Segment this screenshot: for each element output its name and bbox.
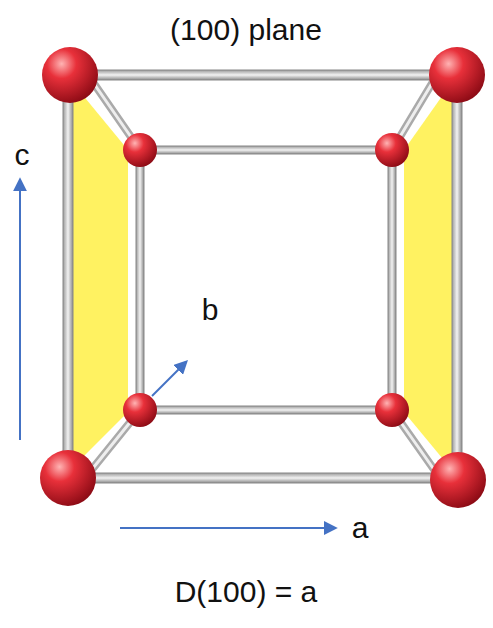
axis-label: c bbox=[15, 140, 30, 170]
front-atoms bbox=[40, 47, 486, 508]
depth-rods bbox=[85, 75, 440, 478]
axis-arrow-c bbox=[19, 180, 21, 440]
back-rods bbox=[136, 146, 396, 414]
title: (100) plane bbox=[170, 15, 322, 45]
depth-rod-highlight bbox=[85, 75, 440, 478]
axis-label: b bbox=[202, 295, 219, 325]
axis-label: a bbox=[352, 513, 369, 543]
axis-arrow-a bbox=[120, 527, 335, 529]
plane-left bbox=[70, 82, 128, 470]
plane-right bbox=[404, 82, 452, 470]
axis-arrow-b bbox=[152, 362, 186, 396]
back-atoms bbox=[123, 133, 409, 427]
front-rods bbox=[63, 70, 462, 483]
caption: D(100) = a bbox=[175, 577, 318, 607]
